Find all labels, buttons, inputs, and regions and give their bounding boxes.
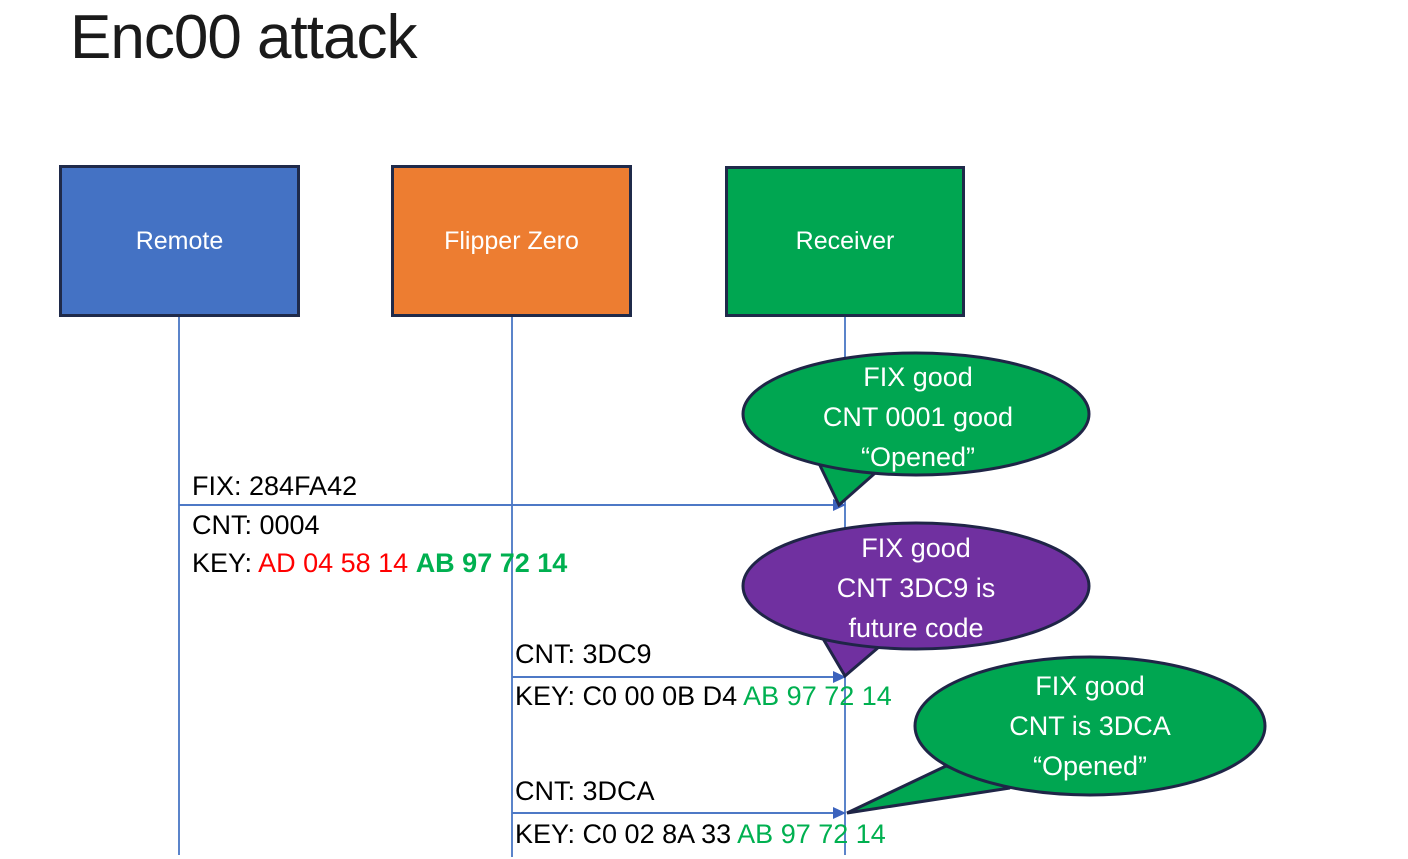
msg2-key-line: KEY: C0 00 0B D4 AB 97 72 14 [515, 681, 892, 712]
msg1-fix-line: FIX: 284FA42 [192, 471, 358, 501]
actor-remote-label: Remote [135, 226, 224, 255]
bubble2-line2: CNT 3DC9 is [836, 573, 996, 603]
actor-receiver-label: Receiver [795, 227, 895, 255]
msg2-cnt-line: CNT: 3DC9 [515, 639, 652, 669]
msg1-key-red-bytes: AD 04 58 14 [258, 548, 416, 578]
message-arrow-2 [512, 676, 834, 678]
bubble1-line1: FIX good [863, 362, 973, 392]
speech-bubble-3-ellipse [913, 655, 1267, 797]
msg1-key-line: KEY: AD 04 58 14 AB 97 72 14 [192, 548, 567, 579]
speech-bubble-3 [846, 655, 1267, 815]
speech-bubble-3-text: FIX good CNT is 3DCA “Opened” [920, 666, 1260, 786]
bubble2-line3: future code [848, 613, 984, 643]
msg1-cnt-line: CNT: 0004 [192, 510, 320, 540]
actor-box-receiver: Receiver [725, 166, 965, 317]
msg3-key-green-bytes: AB 97 72 14 [737, 819, 886, 849]
bubble3-line2: CNT is 3DCA [1009, 711, 1171, 741]
msg3-key-line: KEY: C0 02 8A 33 AB 97 72 14 [515, 819, 886, 850]
message-arrowhead-3-icon [833, 807, 846, 819]
msg1-key-green-bytes: AB 97 72 14 [415, 548, 568, 578]
actor-flipper-zero-label: Flipper Zero [444, 226, 579, 255]
speech-bubble-1-text: FIX good CNT 0001 good “Opened” [748, 357, 1088, 477]
msg3-cnt-line: CNT: 3DCA [515, 776, 655, 806]
msg1-key-prefix: KEY: [192, 548, 259, 578]
speech-bubble-2-ellipse [741, 521, 1091, 651]
lifeline-flipper-zero [511, 317, 513, 857]
speech-bubble-2 [741, 521, 1091, 679]
bubble1-line3: “Opened” [860, 442, 976, 472]
message-arrow-1 [179, 504, 834, 506]
bubble3-line1: FIX good [1035, 671, 1145, 701]
bubble1-line2: CNT 0001 good [822, 402, 1014, 432]
msg3-key-prefix: KEY: C0 02 8A 33 [515, 819, 738, 849]
bubble2-line1: FIX good [861, 533, 971, 563]
actor-box-flipper-zero: Flipper Zero [391, 165, 632, 317]
msg2-key-green-bytes: AB 97 72 14 [743, 681, 892, 711]
bubble3-line3: “Opened” [1032, 751, 1148, 781]
slide-title: Enc00 attack [70, 3, 417, 72]
message-arrow-3 [512, 812, 834, 814]
speech-bubble-1-ellipse [741, 351, 1091, 477]
actor-box-remote: Remote [59, 165, 300, 317]
msg2-key-prefix: KEY: C0 00 0B D4 [515, 681, 744, 711]
speech-bubble-2-text: FIX good CNT 3DC9 is future code [746, 528, 1086, 648]
speech-bubble-1 [741, 351, 1091, 508]
lifeline-remote [178, 317, 180, 855]
